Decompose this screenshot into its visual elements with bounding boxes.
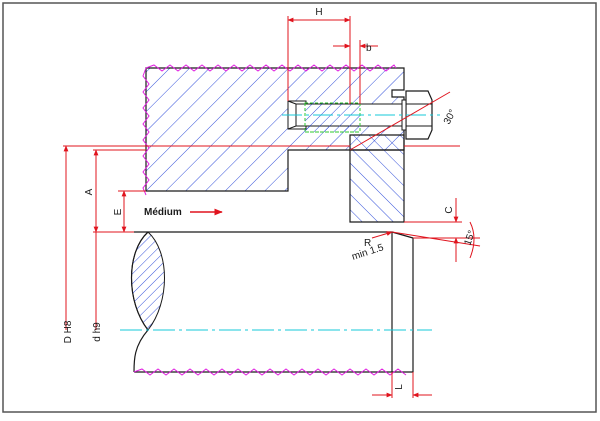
label-a: A <box>84 188 95 195</box>
shaft <box>120 231 432 376</box>
clamp-ring <box>349 134 405 223</box>
page-border <box>2 2 597 413</box>
break-line-left <box>142 67 150 196</box>
break-line-top <box>145 64 397 72</box>
clamping-screw <box>282 90 440 140</box>
label-d-h8: D H8 <box>63 320 74 343</box>
label-medium: Médium <box>144 207 182 218</box>
label-h: H <box>315 7 322 18</box>
label-angle-15: 15° <box>462 229 478 247</box>
label-b: b <box>366 43 372 54</box>
label-angle-30: 30° <box>442 108 459 127</box>
hub-section <box>142 64 405 196</box>
label-d-h9: d h9 <box>92 322 103 342</box>
label-l: L <box>394 384 405 390</box>
label-e: E <box>113 208 124 215</box>
dimension-lines <box>63 16 481 398</box>
label-c: C <box>444 206 455 213</box>
break-line-bottom <box>133 368 407 376</box>
label-r: R <box>364 238 371 249</box>
